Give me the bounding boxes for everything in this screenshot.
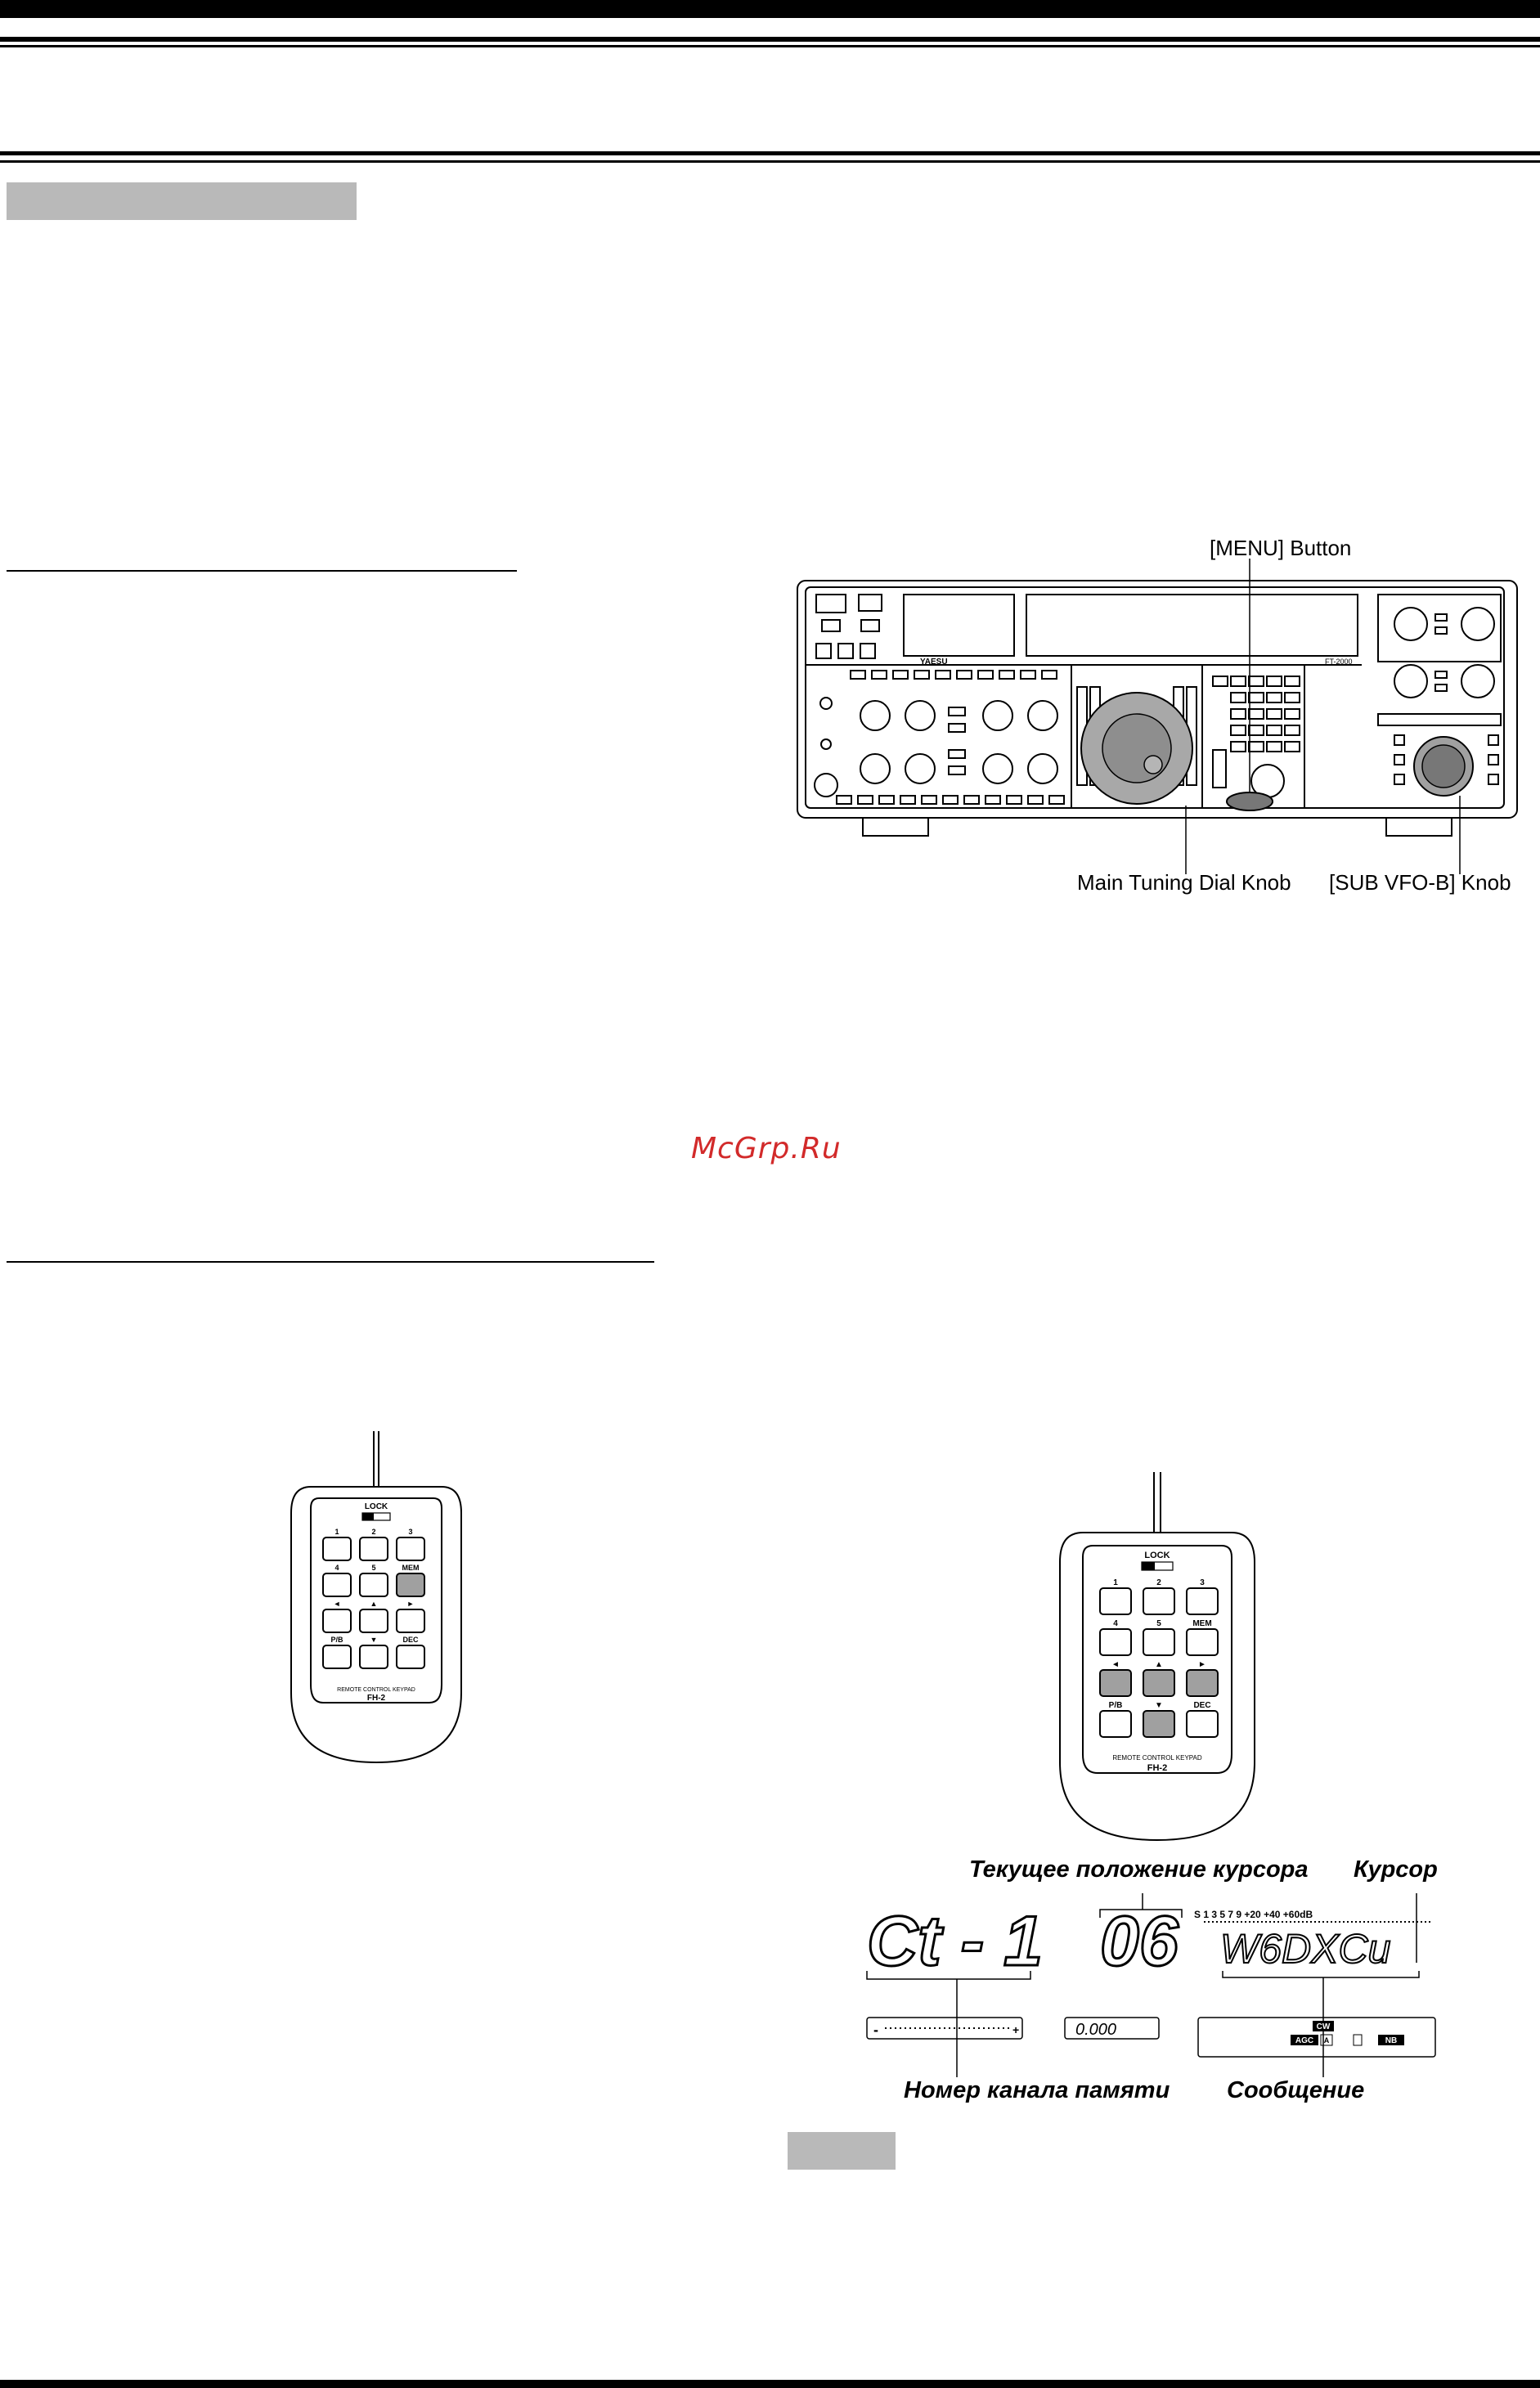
- keypad-right-lock-label: LOCK: [1144, 1551, 1170, 1560]
- subsection-underline-1: [7, 570, 517, 572]
- keypad-left-key-label: P/B: [330, 1636, 343, 1644]
- indicator-cw: CW: [1317, 2022, 1331, 2031]
- indicator-nb: NB: [1385, 2036, 1397, 2045]
- keypad-right-footer: REMOTE CONTROL KEYPAD: [1112, 1754, 1202, 1762]
- keypad-right-key[interactable]: [1099, 1587, 1132, 1615]
- keypad-right-key-label: MEM: [1192, 1619, 1211, 1628]
- keypad-right-key-label: 1: [1113, 1578, 1118, 1587]
- keypad-right-key[interactable]: [1143, 1710, 1175, 1738]
- keypad-left-key[interactable]: [396, 1537, 425, 1561]
- keypad-left-key[interactable]: [322, 1609, 352, 1633]
- s-meter-scale: S 1 3 5 7 9 +20 +40 +60dB: [1194, 1909, 1313, 1920]
- keypad-left-footer: REMOTE CONTROL KEYPAD: [337, 1687, 415, 1693]
- keypad-left-key-label: 1: [334, 1528, 339, 1536]
- keypad-right-key-label: 4: [1113, 1619, 1118, 1628]
- keypad-figure-left: LOCK 1 2 3 4 5 MEM ◄ ▲ ► P/B ▼ DEC REMOTE CONTROL K…: [286, 1431, 466, 1766]
- header-rule-double-2: [0, 45, 1540, 47]
- keypad-right-key-label: ►: [1198, 1660, 1206, 1669]
- keypad-drawing-left: LOCK 1 2 3 4 5 MEM ◄ ▲ ► P/B ▼ DEC REMOTE CONTROL K…: [290, 1431, 462, 1764]
- keypad-left-key-label: 2: [371, 1528, 375, 1536]
- footer-rule: [0, 2380, 1540, 2388]
- lcd-freq-readout: 0.000: [1075, 2021, 1116, 2039]
- display-drawing: Ct - 1 06 W6DXCu S 1 3 5 7 9 +20 +40 +60…: [866, 1893, 1436, 2077]
- channel-number-label: Номер канала памяти: [904, 2077, 1170, 2103]
- keypad-left-key[interactable]: [322, 1537, 352, 1561]
- lcd-main-text: Ct - 1: [867, 1902, 1043, 1981]
- keypad-right-key-label: 5: [1156, 1619, 1161, 1628]
- keypad-right-key-label: ◄: [1111, 1660, 1120, 1669]
- section-heading-box: [7, 182, 357, 220]
- keypad-left-key-label: ►: [407, 1600, 415, 1608]
- svg-text:-: -: [873, 2022, 878, 2038]
- keypad-left-key[interactable]: [396, 1645, 425, 1669]
- keypad-figure-right: LOCK 1 2 3 4 5 MEM ◄ ▲ ► P/B ▼ DEC REMOTE CONTROL K…: [1055, 1472, 1259, 1844]
- keypad-right-key[interactable]: [1143, 1628, 1175, 1656]
- message-label: Сообщение: [1227, 2077, 1365, 2103]
- keypad-left-key-label: MEM: [402, 1564, 420, 1572]
- keypad-right-key[interactable]: [1143, 1587, 1175, 1615]
- indicator-a: A: [1324, 2036, 1330, 2045]
- keypad-right-key-label: 3: [1200, 1578, 1205, 1587]
- keypad-left-key[interactable]: [359, 1537, 388, 1561]
- lcd-message-text: W6DXCu: [1220, 1926, 1390, 1972]
- cursor-label: Курсор: [1354, 1856, 1438, 1883]
- keypad-right-model: FH-2: [1147, 1763, 1167, 1773]
- keypad-right-key[interactable]: [1099, 1669, 1132, 1697]
- keypad-right-key-label: P/B: [1109, 1701, 1123, 1710]
- keypad-right-key-label: ▼: [1155, 1701, 1163, 1710]
- keypad-right-key[interactable]: [1099, 1628, 1132, 1656]
- keypad-left-key[interactable]: [396, 1573, 425, 1597]
- cursor-position-label: Текущее положение курсора: [969, 1856, 1309, 1883]
- keypad-right-key[interactable]: [1186, 1669, 1219, 1697]
- note-heading-box: [788, 2132, 896, 2170]
- keypad-right-key[interactable]: [1186, 1587, 1219, 1615]
- keypad-left-key-label: ▲: [370, 1600, 378, 1608]
- radio-model: FT-2000: [1325, 658, 1353, 666]
- keypad-left-model: FH-2: [367, 1694, 386, 1703]
- subsection-underline-2: [7, 1261, 654, 1263]
- keypad-left-key-label: 3: [408, 1528, 412, 1536]
- display-figure: Ct - 1 06 W6DXCu S 1 3 5 7 9 +20 +40 +60…: [851, 1856, 1505, 2118]
- keypad-left-key[interactable]: [359, 1645, 388, 1669]
- keypad-left-key[interactable]: [396, 1609, 425, 1633]
- watermark: McGrp.Ru: [691, 1132, 842, 1165]
- header-rule-bottom-1: [0, 151, 1540, 155]
- keypad-left-key[interactable]: [322, 1645, 352, 1669]
- radio-brand: YAESU: [920, 658, 948, 667]
- keypad-right-key[interactable]: [1099, 1710, 1132, 1738]
- header-rule-thick: [0, 0, 1540, 18]
- lcd-channel-digits: 06: [1100, 1902, 1179, 1981]
- keypad-right-key-label: ▲: [1155, 1660, 1163, 1669]
- keypad-left-key-label: 4: [334, 1564, 339, 1572]
- radio-front-panel-figure: YAESU FT-2000 [MENU] Button Main Tuning …: [789, 536, 1525, 904]
- radio-front-panel-drawing: YAESU FT-2000: [797, 559, 1518, 874]
- main-tuning-dial-label: Main Tuning Dial Knob: [1077, 870, 1291, 895]
- header-rule-double-1: [0, 37, 1540, 42]
- keypad-left-key[interactable]: [359, 1573, 388, 1597]
- menu-button-label: [MENU] Button: [1210, 536, 1352, 560]
- keypad-left-key-label: 5: [371, 1564, 375, 1572]
- keypad-left-lock-label: LOCK: [365, 1502, 388, 1511]
- keypad-right-key-label: DEC: [1193, 1701, 1210, 1710]
- keypad-drawing-right: LOCK 1 2 3 4 5 MEM ◄ ▲ ► P/B ▼ DEC REMOTE CONTROL K…: [1059, 1472, 1255, 1842]
- keypad-left-key[interactable]: [322, 1573, 352, 1597]
- keypad-right-key[interactable]: [1143, 1669, 1175, 1697]
- keypad-right-key[interactable]: [1186, 1628, 1219, 1656]
- keypad-left-key-label: ◄: [334, 1600, 341, 1608]
- header-rule-bottom-2: [0, 160, 1540, 163]
- indicator-agc: AGC: [1295, 2036, 1313, 2045]
- sub-vfo-knob-label: [SUB VFO-B] Knob: [1329, 870, 1511, 895]
- keypad-right-key-label: 2: [1156, 1578, 1161, 1587]
- keypad-left-key-label: ▼: [370, 1636, 378, 1644]
- keypad-right-key[interactable]: [1186, 1710, 1219, 1738]
- svg-text:+: +: [1012, 2023, 1019, 2036]
- keypad-left-key-label: DEC: [402, 1636, 419, 1644]
- keypad-left-key[interactable]: [359, 1609, 388, 1633]
